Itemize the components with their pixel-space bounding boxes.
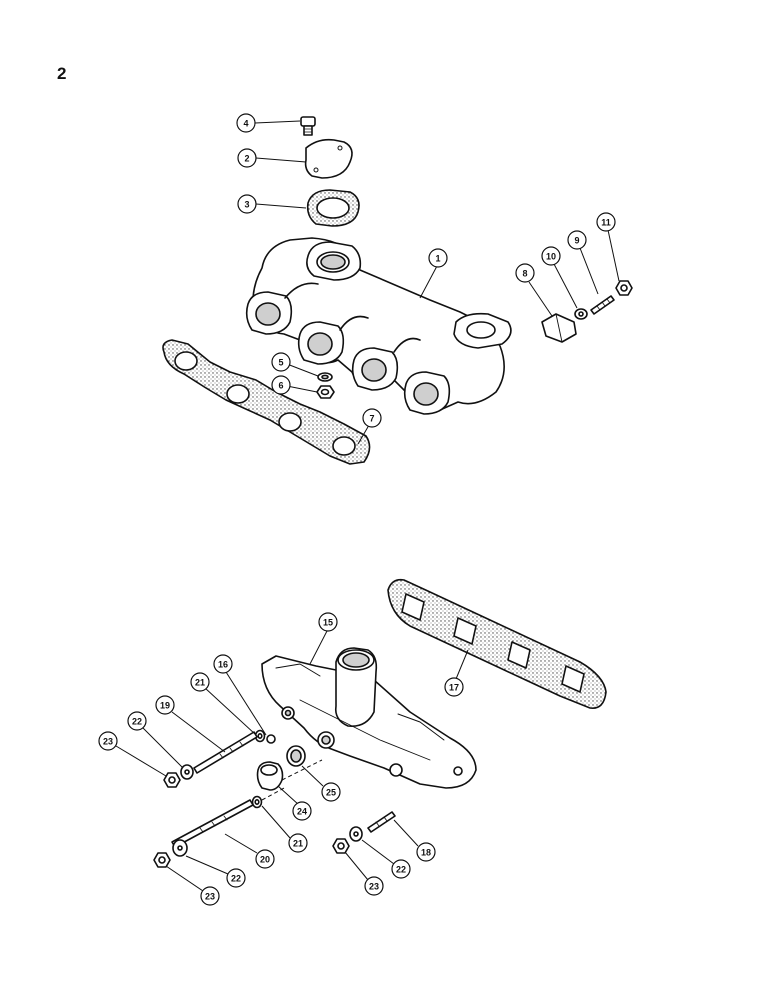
hex-nut-part bbox=[153, 852, 171, 868]
intake-manifold-part bbox=[261, 647, 477, 789]
block-off-plate-part bbox=[541, 313, 577, 343]
hex-nut-part bbox=[163, 772, 181, 788]
callout-21: 21 bbox=[288, 833, 308, 853]
callout-22: 22 bbox=[226, 868, 246, 888]
callout-5: 5 bbox=[271, 352, 291, 372]
stud-part bbox=[367, 811, 396, 833]
svg-text:22: 22 bbox=[132, 717, 142, 727]
stud-part bbox=[590, 295, 615, 315]
svg-text:19: 19 bbox=[160, 701, 170, 711]
svg-text:9: 9 bbox=[574, 236, 579, 246]
callout-11: 11 bbox=[596, 212, 616, 232]
exhaust-manifold-part bbox=[245, 237, 512, 415]
callout-1: 1 bbox=[428, 248, 448, 268]
stud-part bbox=[171, 799, 254, 848]
cover-plate-part bbox=[304, 138, 353, 179]
svg-text:8: 8 bbox=[522, 269, 527, 279]
callout-3: 3 bbox=[237, 194, 257, 214]
bolt-part bbox=[300, 116, 316, 136]
callout-24: 24 bbox=[292, 801, 312, 821]
callout-2: 2 bbox=[237, 148, 257, 168]
callout-9: 9 bbox=[567, 230, 587, 250]
flat-washer-part bbox=[180, 764, 194, 780]
callout-23: 23 bbox=[98, 731, 118, 751]
svg-text:11: 11 bbox=[601, 218, 611, 228]
callout-19: 19 bbox=[155, 695, 175, 715]
hex-nut-part bbox=[615, 280, 633, 296]
svg-text:4: 4 bbox=[243, 119, 248, 129]
callout-7: 7 bbox=[362, 408, 382, 428]
stud-part bbox=[193, 731, 258, 774]
svg-text:15: 15 bbox=[323, 618, 333, 628]
flat-washer-part bbox=[172, 839, 188, 857]
callout-23: 23 bbox=[200, 886, 220, 906]
svg-text:18: 18 bbox=[421, 848, 431, 858]
svg-text:25: 25 bbox=[326, 788, 336, 798]
callout-20: 20 bbox=[255, 849, 275, 869]
svg-text:7: 7 bbox=[369, 414, 374, 424]
callout-22: 22 bbox=[391, 859, 411, 879]
callout-16: 16 bbox=[213, 654, 233, 674]
svg-text:2: 2 bbox=[244, 154, 249, 164]
flat-washer-part bbox=[574, 308, 588, 320]
callout-6: 6 bbox=[271, 375, 291, 395]
callout-4: 4 bbox=[236, 113, 256, 133]
svg-text:5: 5 bbox=[278, 358, 283, 368]
lock-washer-part bbox=[251, 795, 263, 809]
hex-nut-part bbox=[332, 838, 350, 854]
callout-18: 18 bbox=[416, 842, 436, 862]
lock-washer-part bbox=[317, 372, 333, 382]
svg-text:21: 21 bbox=[293, 839, 303, 849]
svg-text:16: 16 bbox=[218, 660, 228, 670]
callout-21: 21 bbox=[190, 672, 210, 692]
callout-23: 23 bbox=[364, 876, 384, 896]
callout-25: 25 bbox=[321, 782, 341, 802]
svg-text:3: 3 bbox=[244, 200, 249, 210]
svg-text:22: 22 bbox=[396, 865, 406, 875]
svg-text:23: 23 bbox=[103, 737, 113, 747]
manifold-gasket-part bbox=[387, 578, 607, 709]
svg-text:23: 23 bbox=[369, 882, 379, 892]
callout-15: 15 bbox=[318, 612, 338, 632]
manifold-gasket-part bbox=[162, 339, 371, 465]
callout-10: 10 bbox=[541, 246, 561, 266]
callout-8: 8 bbox=[515, 263, 535, 283]
flat-washer-part bbox=[349, 826, 363, 842]
svg-text:17: 17 bbox=[449, 683, 459, 693]
svg-text:22: 22 bbox=[231, 874, 241, 884]
callout-17: 17 bbox=[444, 677, 464, 697]
pipe-plug-part bbox=[256, 761, 284, 791]
gasket-ring-part bbox=[286, 745, 306, 767]
hex-nut-part bbox=[316, 385, 335, 399]
svg-text:24: 24 bbox=[297, 807, 307, 817]
pipe-plug-part bbox=[266, 734, 276, 744]
svg-text:21: 21 bbox=[195, 678, 205, 688]
svg-text:20: 20 bbox=[260, 855, 270, 865]
flange-gasket-part bbox=[306, 189, 360, 227]
callout-22: 22 bbox=[127, 711, 147, 731]
svg-text:10: 10 bbox=[546, 252, 556, 262]
svg-text:6: 6 bbox=[278, 381, 283, 391]
svg-text:1: 1 bbox=[435, 254, 440, 264]
svg-text:23: 23 bbox=[205, 892, 215, 902]
page-number: 2 bbox=[57, 64, 67, 83]
